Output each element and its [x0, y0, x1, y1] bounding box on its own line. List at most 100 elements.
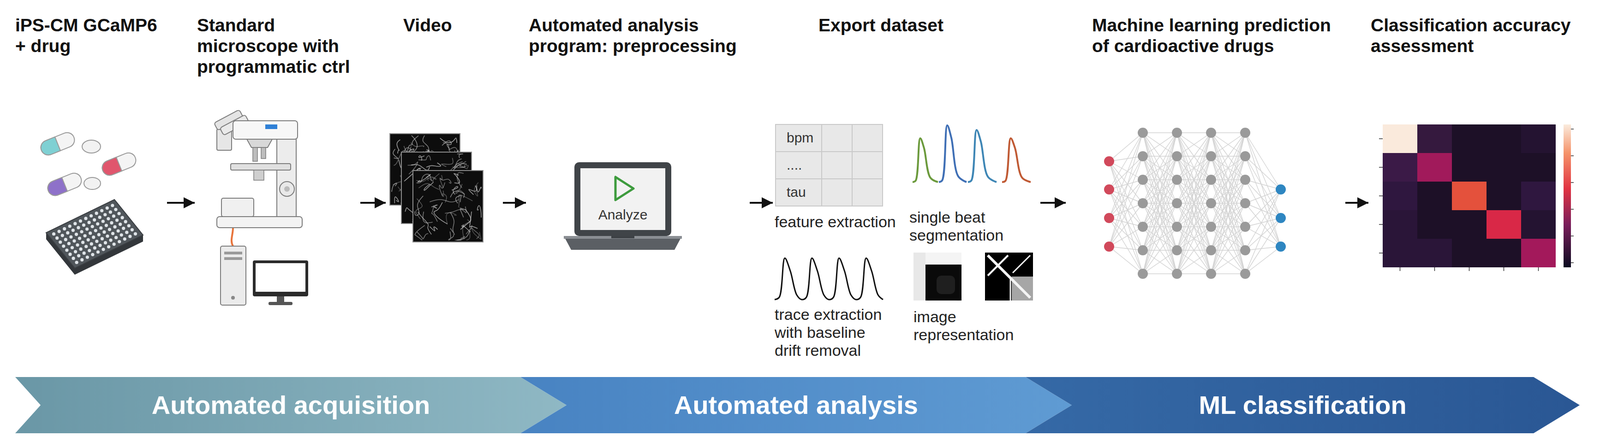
stage-heading: Standard microscope with programmatic ct… — [197, 15, 359, 78]
cell-texture — [418, 155, 425, 161]
nn-link — [1245, 246, 1281, 275]
image-representation — [1009, 276, 1012, 301]
nn-link — [1211, 226, 1246, 275]
well — [79, 230, 84, 234]
laptop — [574, 162, 672, 237]
computer — [231, 296, 235, 300]
well — [70, 246, 74, 250]
table-grid — [775, 124, 883, 207]
cell-texture — [396, 139, 400, 154]
well — [111, 232, 115, 236]
caption: feature extraction — [774, 213, 907, 232]
cell-label: .... — [786, 157, 819, 174]
well — [117, 212, 121, 216]
chevron — [520, 377, 1072, 434]
well — [77, 254, 81, 258]
text-slot: Export dataset — [818, 15, 1003, 36]
matrix-cell — [1417, 238, 1452, 268]
well — [128, 234, 132, 239]
drug-capsules — [83, 177, 101, 190]
nn-link — [1176, 132, 1212, 180]
capsule — [38, 130, 77, 158]
matrix-cell — [1382, 124, 1418, 154]
well — [80, 258, 84, 262]
matrix-cell — [1521, 124, 1556, 154]
computer — [255, 263, 306, 293]
nn-unit — [1240, 268, 1251, 280]
image-representation — [985, 252, 1033, 301]
confusion-matrix — [1570, 262, 1574, 264]
nn-unit — [1205, 127, 1217, 138]
nn-unit — [1205, 221, 1217, 233]
capsule — [38, 130, 77, 158]
stage-panel: Export dataset feature extractionsingle b… — [772, 11, 1041, 367]
nn-link — [1211, 132, 1246, 180]
well — [73, 250, 78, 254]
microscope — [214, 109, 303, 247]
nn-unit — [1137, 221, 1148, 233]
laptop — [611, 236, 635, 239]
nn-link — [1109, 132, 1143, 219]
cell-texture — [426, 162, 441, 168]
well — [92, 218, 96, 222]
nn-unit — [1137, 245, 1148, 256]
stage-heading: iPS-CM GCaMP6 + drug — [15, 15, 166, 57]
well — [64, 238, 68, 242]
well — [105, 234, 109, 239]
well — [91, 235, 96, 239]
nn-link — [1109, 156, 1143, 219]
phase-label: Automated analysis — [674, 390, 919, 421]
microscope — [284, 186, 290, 192]
nn-link — [1176, 156, 1212, 275]
nn-link — [1142, 132, 1177, 275]
well — [85, 227, 89, 232]
video-frame — [412, 170, 484, 243]
well — [67, 242, 71, 246]
well — [86, 238, 90, 242]
flow-arrow — [360, 202, 386, 204]
nn-link — [1142, 203, 1177, 275]
nn-unit — [1104, 184, 1115, 195]
nn-link — [1142, 179, 1177, 275]
well — [121, 226, 126, 231]
drug-capsules — [82, 140, 101, 154]
confusion-matrix — [1379, 252, 1383, 254]
phase-label: ML classification — [1198, 390, 1407, 421]
well — [103, 213, 107, 217]
table-grid — [821, 124, 823, 207]
cell-texture — [461, 224, 471, 233]
text-slot: single beat segmentation — [909, 208, 1021, 245]
nn-link — [1109, 179, 1143, 219]
stage-panel: Video — [385, 11, 503, 367]
nn-link — [1176, 132, 1212, 180]
well — [62, 227, 66, 231]
nn-link — [1176, 132, 1212, 227]
confusion-matrix — [1468, 267, 1470, 272]
table-grid — [851, 124, 853, 207]
well — [100, 237, 104, 241]
well — [104, 223, 108, 227]
well — [90, 225, 95, 229]
table-grid — [775, 178, 883, 180]
cell-label: bpm — [786, 130, 819, 147]
well — [65, 248, 69, 252]
stage-heading: Automated analysis program: preprocessin… — [528, 15, 748, 57]
nn-link — [1176, 203, 1212, 275]
matrix-cell — [1451, 210, 1487, 239]
nn-link — [1211, 179, 1246, 275]
nn-unit — [1240, 245, 1251, 256]
confusion-matrix — [1434, 267, 1436, 272]
well — [88, 231, 92, 235]
nn-unit — [1240, 221, 1251, 233]
nn-link — [1142, 132, 1177, 180]
well — [130, 228, 134, 232]
nn-link — [1109, 132, 1143, 162]
computer — [252, 260, 309, 297]
text-slot: Machine learning prediction of cardioact… — [1092, 15, 1344, 57]
text-slot: Automated analysis program: preprocessin… — [528, 15, 748, 57]
confusion-matrix — [1538, 267, 1540, 272]
color-bar — [1563, 124, 1571, 268]
stage-heading: Machine learning prediction of cardioact… — [1092, 15, 1344, 57]
nn-link — [1211, 132, 1246, 251]
microscope — [232, 120, 298, 140]
